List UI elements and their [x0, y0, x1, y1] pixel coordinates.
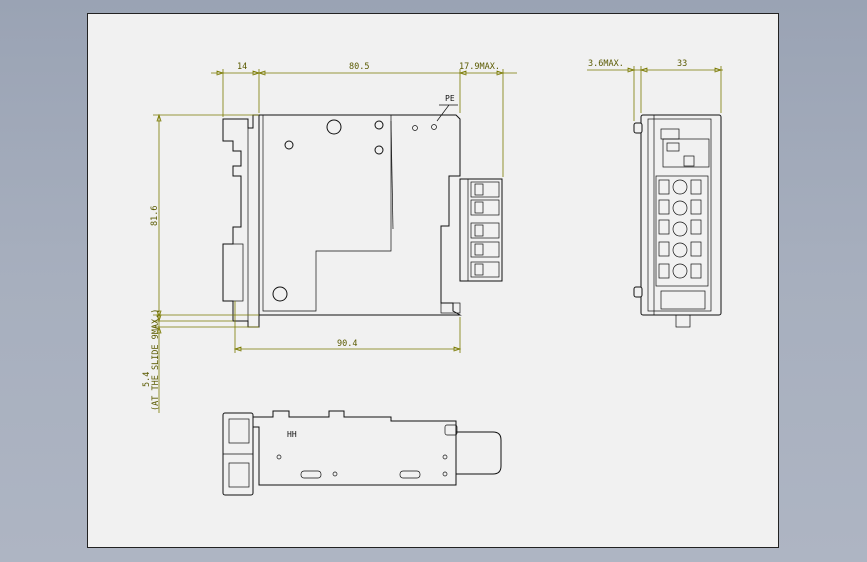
- side-terminal-grid: [655, 175, 709, 287]
- pe-leader: [436, 104, 458, 122]
- dim-overall-width: 90.4: [337, 339, 357, 349]
- pe-hole: [431, 124, 437, 130]
- front-rail-latch: [222, 243, 244, 302]
- dim-side-depth: 3.6MAX.: [588, 59, 624, 69]
- dim-connector-projection: 17.9MAX.: [459, 62, 500, 72]
- dim-flange-width: 14: [237, 62, 247, 72]
- side-view-dimensions: 3.6MAX. 33: [587, 59, 723, 121]
- pe-label: PE: [445, 94, 455, 103]
- front-inner-panel: [262, 115, 392, 312]
- side-view: [633, 114, 722, 328]
- front-body-outline: [258, 114, 462, 316]
- bottom-marking: HH: [287, 430, 297, 439]
- screw-hole-3: [374, 145, 384, 155]
- front-rail-clip: [222, 114, 260, 328]
- front-view-dimensions: 14 80.5 17.9MAX. 81.6 5.4 (AT THE SLIDE …: [142, 62, 517, 413]
- dim-slide-height: 5.4: [142, 372, 152, 387]
- technical-drawing: PE 14 80.5 17.9MAX.: [142, 59, 723, 496]
- screw-hole-2: [284, 140, 294, 150]
- dim-side-width: 33: [677, 59, 687, 69]
- dim-slide-note: (AT THE SLIDE 9MAX.): [151, 309, 161, 411]
- mounting-hole-top: [326, 119, 342, 135]
- drawing-sheet: PE 14 80.5 17.9MAX.: [87, 13, 779, 548]
- front-view: PE: [222, 94, 503, 328]
- dim-height: 81.6: [150, 206, 160, 226]
- bottom-view: HH: [222, 410, 502, 496]
- screw-hole-1: [374, 120, 384, 130]
- small-hole: [412, 125, 418, 131]
- front-connector: [459, 178, 503, 282]
- mounting-hole-bottom: [272, 286, 288, 302]
- dim-body-width: 80.5: [349, 62, 369, 72]
